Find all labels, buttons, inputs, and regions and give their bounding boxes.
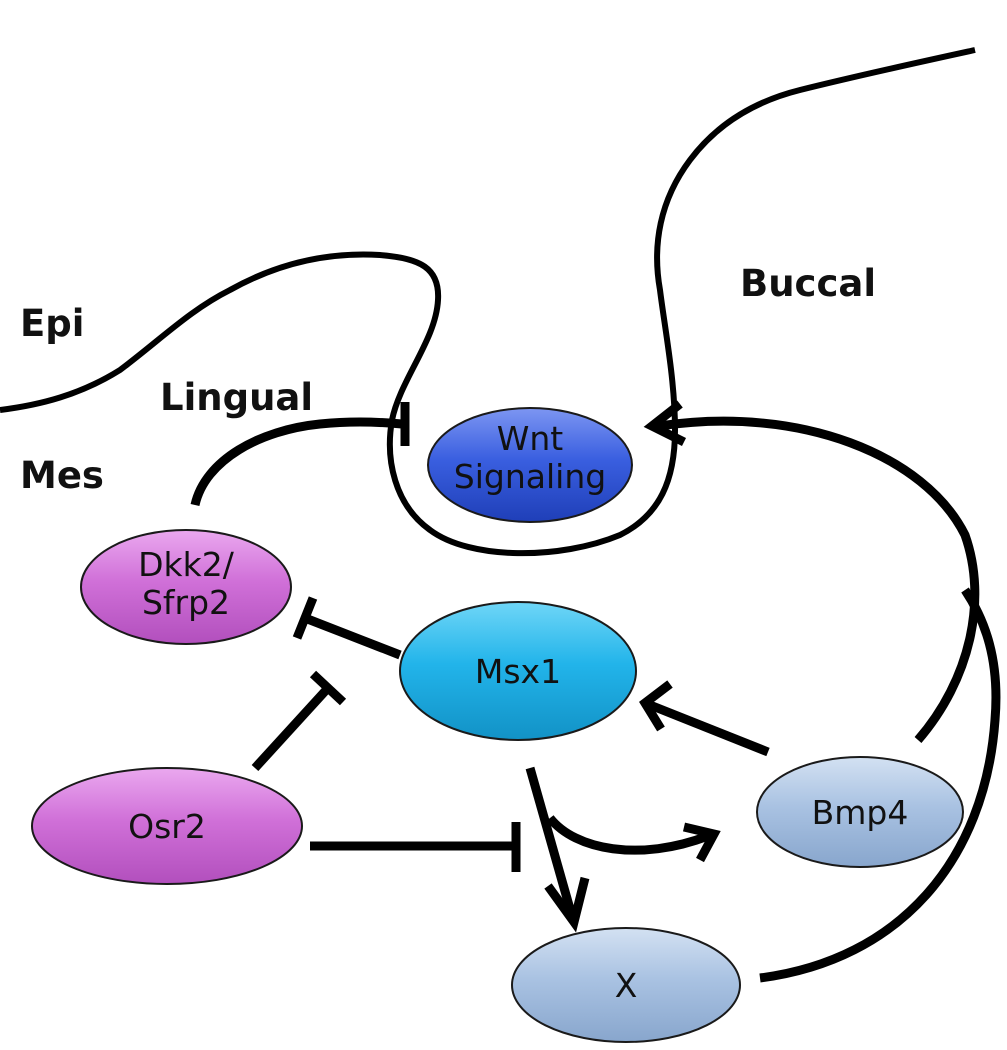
edge-bmp4-msx1-arrowhead — [639, 680, 673, 732]
node-osr2: Osr2 — [31, 767, 303, 885]
edge-bmp4-activates-msx1 — [648, 700, 770, 757]
region-label-mes: Mes — [20, 454, 104, 497]
edge-msx1-inhibits-dkk2 — [303, 613, 402, 660]
edge-msx1-bmp4-arrowhead — [682, 822, 721, 863]
region-label-buccal: Buccal — [740, 262, 876, 305]
node-dkk2-sfrp2: Dkk2/ Sfrp2 — [80, 529, 292, 645]
node-wnt-signaling: Wnt Signaling — [427, 407, 633, 523]
node-msx1-label: Msx1 — [475, 652, 561, 691]
node-x-label: X — [615, 966, 638, 1005]
node-dkk2-line2: Sfrp2 — [142, 583, 230, 622]
node-bmp4: Bmp4 — [756, 756, 964, 868]
node-x: X — [511, 927, 741, 1043]
edge-msx1-activates-bmp4 — [546, 815, 710, 855]
node-osr2-label: Osr2 — [128, 807, 206, 846]
node-wnt-line1: Wnt — [497, 419, 564, 458]
edge-bmp4-wnt-arrowhead — [643, 400, 687, 447]
epithelium-outline — [0, 47, 976, 557]
node-bmp4-label: Bmp4 — [812, 793, 909, 832]
edge-bmp4-activates-wnt — [659, 416, 980, 743]
edge-msx1-dkk2-bar — [292, 596, 318, 640]
edge-osr2-dkk2-bar — [309, 670, 347, 706]
region-label-epi: Epi — [20, 302, 84, 345]
edge-x-activates-wnt — [759, 587, 1001, 983]
edge-dkk2-inhibits-wnt — [190, 417, 403, 507]
node-wnt-line2: Signaling — [454, 457, 606, 496]
edge-osr2-inhibits-dkk2 — [251, 684, 332, 772]
region-label-lingual: Lingual — [160, 376, 313, 419]
edge-msx1-activates-x — [525, 766, 577, 918]
edge-msx1-x-arrowhead — [544, 876, 590, 933]
node-dkk2-line1: Dkk2/ — [138, 545, 235, 584]
node-msx1: Msx1 — [399, 601, 637, 741]
